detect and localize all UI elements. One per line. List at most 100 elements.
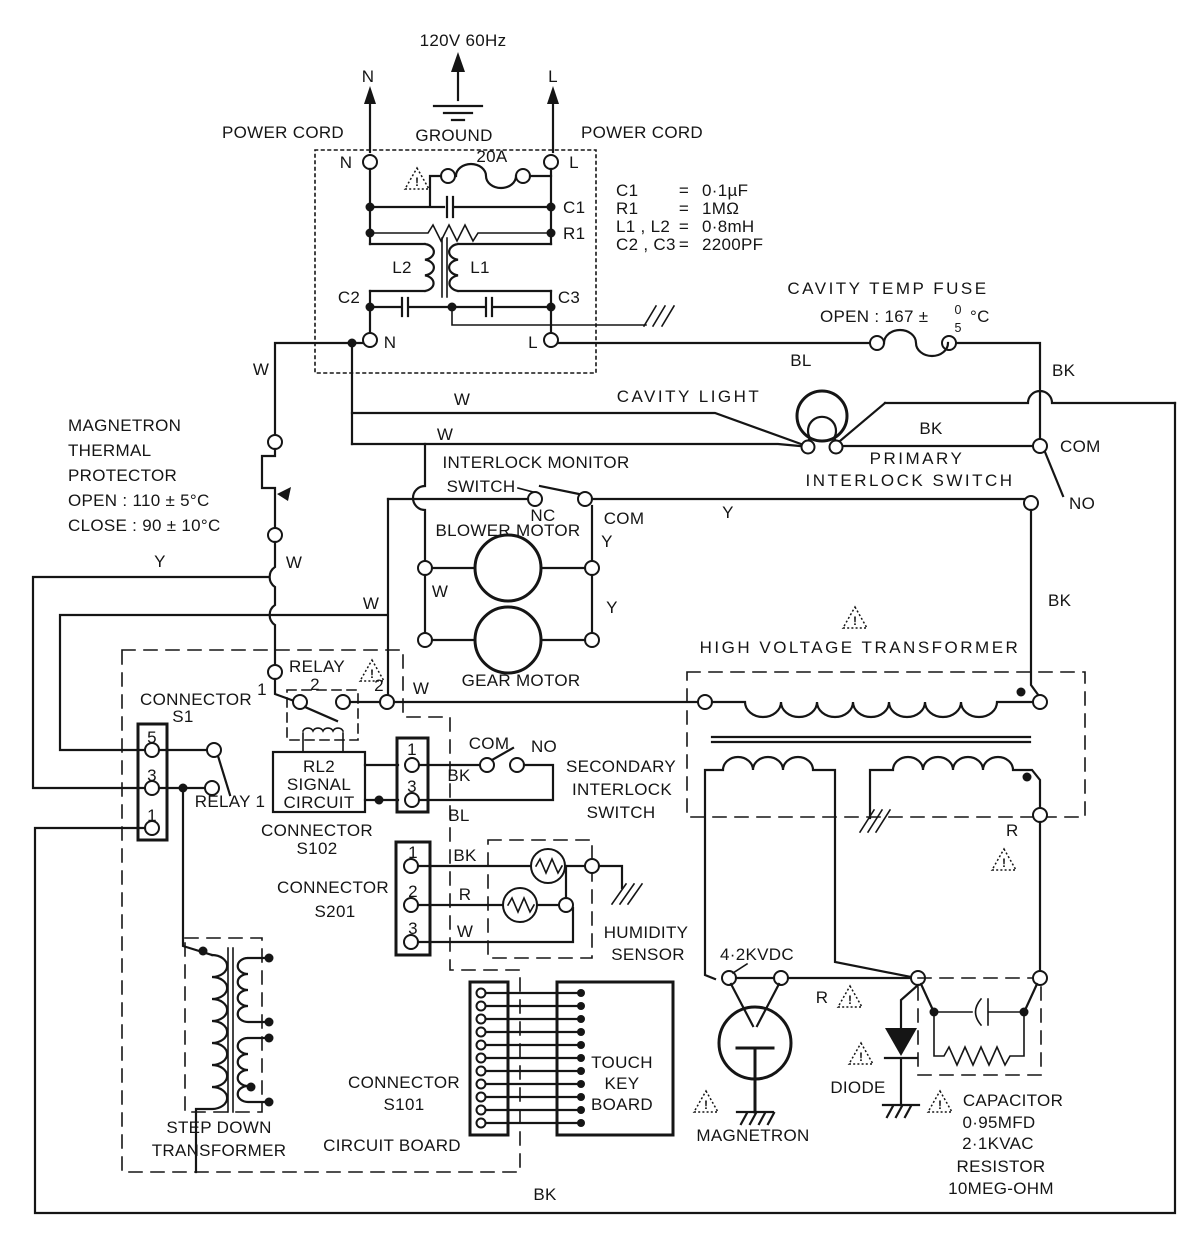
relay2-box xyxy=(286,689,359,741)
primary-label-1: PRIMARY xyxy=(870,449,965,468)
thermal-label-3: PROTECTOR xyxy=(68,466,177,485)
s1-pin-label: 5 xyxy=(147,728,157,747)
wire-color-label: BK xyxy=(453,846,477,865)
wire-color-label: Y xyxy=(606,598,618,617)
hv-secondary-terminal xyxy=(1032,807,1048,823)
s101-title: CONNECTOR xyxy=(348,1073,460,1092)
stepdown-core xyxy=(227,947,234,1113)
value-val: 1MΩ xyxy=(702,199,739,218)
warning-mark: ! xyxy=(415,175,419,189)
l1-label: L1 xyxy=(470,258,490,277)
relay2-arm xyxy=(303,705,339,723)
wire xyxy=(416,906,575,944)
wire-color-label: R xyxy=(816,988,829,1007)
blower-terminal xyxy=(584,560,600,576)
com-label: COM xyxy=(469,734,510,753)
wire xyxy=(899,983,920,1030)
l-arrowhead-icon xyxy=(547,86,559,104)
wire-color-label: W xyxy=(454,390,470,409)
s1-pin-label: 3 xyxy=(147,766,157,785)
fuse-terminal xyxy=(515,168,531,184)
junction xyxy=(374,795,384,805)
s201-body xyxy=(394,840,432,957)
s201-name: S201 xyxy=(315,902,356,921)
wire-color-label: BK xyxy=(1048,591,1072,610)
wire xyxy=(31,575,270,790)
sec-interlock-arm xyxy=(490,746,515,762)
circuit-board-outline xyxy=(121,649,521,1173)
hv-transformer: ! HIGH VOLTAGE TRANSFORMER R ! xyxy=(686,605,1086,981)
hv-transformer-title: HIGH VOLTAGE TRANSFORMER xyxy=(700,638,1021,657)
s102-name: S102 xyxy=(297,839,338,858)
wire-color-label: BL xyxy=(448,806,469,825)
s201-pin-label: 3 xyxy=(408,919,418,938)
phase-dot xyxy=(198,946,208,956)
primary-no-terminal xyxy=(1023,495,1039,511)
diode-icon xyxy=(885,1028,917,1056)
wire-color-label: W xyxy=(457,922,473,941)
tap-dot xyxy=(264,1017,274,1027)
sec-interlock-no-terminal xyxy=(509,757,525,773)
rl2-box xyxy=(271,750,367,814)
hv-node-terminal xyxy=(1032,970,1048,986)
thermistor-element xyxy=(534,856,564,876)
s201-pin3 xyxy=(403,934,419,950)
cavity-light: CAVITY LIGHT BK xyxy=(617,387,1177,455)
com-label: COM xyxy=(1060,437,1101,456)
wire xyxy=(273,677,299,704)
warning-mark: ! xyxy=(1002,856,1006,870)
warning-mark: ! xyxy=(704,1098,708,1112)
supply-voltage-label: 120V 60Hz xyxy=(420,31,507,50)
c1-label: C1 xyxy=(563,198,585,217)
capacitor-box xyxy=(917,977,1042,1076)
warning-mark: ! xyxy=(370,667,374,681)
blower-motor-icon xyxy=(473,533,543,603)
hv-primary-terminal xyxy=(1032,694,1048,710)
warning-icon: ! xyxy=(841,605,869,629)
rl2-label-3: CIRCUIT xyxy=(283,793,354,812)
relay2-feed-terminal xyxy=(267,664,283,680)
warning-icon: ! xyxy=(926,1089,954,1113)
n-out-terminal xyxy=(362,332,378,348)
thermal-open-spec: OPEN : 110 ± 5°C xyxy=(68,491,210,510)
n-line-label: N xyxy=(362,67,375,86)
fuse-element-icon xyxy=(882,328,950,358)
magnetron-anode xyxy=(735,1046,775,1114)
s201-title: CONNECTOR xyxy=(277,878,389,897)
gear-terminal xyxy=(417,632,433,648)
warning-icon: ! xyxy=(403,166,431,190)
s1-body xyxy=(136,722,169,842)
rl2-signal-circuit: RL2 SIGNAL CIRCUIT xyxy=(271,750,400,814)
thermal-switch-arrow-icon xyxy=(277,487,291,501)
warning-icon: ! xyxy=(692,1089,720,1113)
s102-body xyxy=(395,736,430,814)
noise-filter: N L ! 20A C1 R1 L2 L1 C2 C3 xyxy=(314,147,676,374)
value-eq: = xyxy=(679,181,689,200)
cavity-light-label: CAVITY LIGHT xyxy=(617,387,762,406)
wire-color-label: BL xyxy=(790,351,811,370)
monitor-label-1: INTERLOCK MONITOR xyxy=(442,453,629,472)
power-cord-left-label: POWER CORD xyxy=(222,123,344,142)
fuse-terminal xyxy=(440,168,456,184)
tap-dot xyxy=(246,1082,256,1092)
power-entry: 120V 60Hz GROUND POWER CORD POWER CORD N… xyxy=(222,31,703,154)
thermal-protector: MAGNETRON THERMAL PROTECTOR OPEN : 110 ±… xyxy=(68,416,302,704)
wire xyxy=(919,982,1039,1010)
protector-terminal xyxy=(267,434,283,450)
wire xyxy=(838,401,887,443)
secondary-interlock-switch: COM NO BK BL SECONDARY INTERLOCK SWITCH xyxy=(417,734,676,825)
wire xyxy=(883,389,1177,405)
tkb-solder-dots xyxy=(577,989,585,1127)
resistor-label: RESISTOR xyxy=(957,1157,1046,1176)
light-terminal xyxy=(828,439,844,455)
value-name: L1 , L2 xyxy=(616,217,670,236)
value-val: 0·8mH xyxy=(702,217,755,236)
value-val: 0·1µF xyxy=(702,181,748,200)
stepdown-secondary1-icon xyxy=(236,956,268,1024)
s1-name: S1 xyxy=(172,707,193,726)
stepdown-box xyxy=(184,937,263,1113)
blower-motor-label: BLOWER MOTOR xyxy=(436,521,581,540)
wire-color-label: W xyxy=(253,360,269,379)
filter-box xyxy=(314,149,597,374)
